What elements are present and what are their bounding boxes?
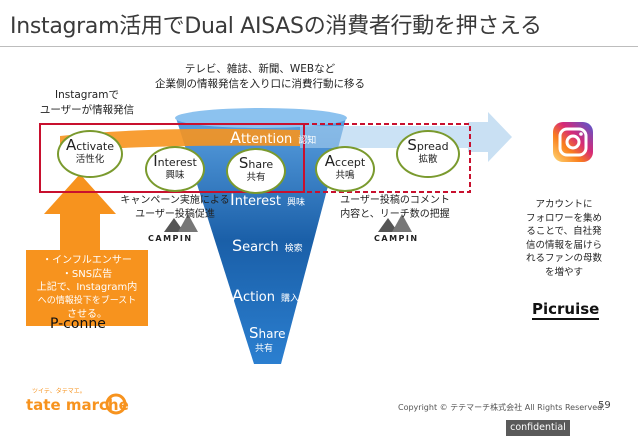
account-note-line: ることで、自社発: [526, 226, 602, 237]
instagram-icon: [553, 122, 593, 162]
copyright: Copyright © テテマーチ株式会社 All Rights Reserve…: [398, 403, 605, 412]
account-note-line: アカウントに: [535, 199, 593, 210]
stage-initial: I: [230, 190, 235, 209]
bubble-initial: S: [238, 154, 249, 172]
stage-initial: A: [230, 128, 241, 147]
stage-en: nterest: [234, 194, 281, 209]
bubble-en: nterest: [157, 156, 197, 169]
center-note: テレビ、雑誌、新聞、WEBなど 企業側の情報発信を入り口に消費行動に移る: [150, 62, 370, 92]
stage-en: earch: [242, 240, 279, 255]
booster-line: 上記で、Instagram内: [36, 282, 138, 293]
account-note-line: フォロワーを集め: [525, 212, 602, 224]
bubble-jp: 活性化: [75, 154, 105, 165]
stage-en: ction: [242, 290, 276, 305]
bubble-en: ccept: [335, 156, 366, 169]
stage-initial: S: [249, 324, 259, 342]
funnel-stage-action: Action 購入: [232, 286, 299, 305]
bubble-initial: A: [324, 152, 336, 170]
stage-jp: 認知: [298, 136, 317, 146]
booster-line: への情報投下をブースト: [37, 295, 137, 306]
comment-note-line1: ユーザー投稿のコメント: [340, 195, 450, 206]
stage-jp: 購入: [281, 294, 300, 304]
bubble-jp: 興味: [165, 170, 185, 181]
campin-tent-icon-right: [378, 214, 412, 232]
bubble-initial: A: [65, 136, 77, 154]
booster-box: ・インフルエンサー ・SNS広告 上記で、Instagram内 への情報投下をブ…: [26, 250, 148, 326]
bubble-activate: Activate 活性化: [57, 130, 123, 178]
confidential-badge: confidential: [506, 420, 570, 436]
page-title: Instagram活用でDual AISASの消費者行動を押さえる: [10, 14, 542, 39]
stage-initial: S: [232, 236, 243, 255]
bubble-jp: 共鳴: [335, 170, 355, 181]
stage-en: ttention: [240, 132, 293, 147]
bubble-jp: 共有: [246, 172, 266, 183]
campin-tent-icon-left: [164, 214, 198, 232]
instagram-note-line1: Instagramで: [55, 89, 119, 101]
funnel-stage-share: Share 共有: [249, 324, 286, 356]
campaign-note: キャンペーン実施による ユーザー投稿促進: [112, 194, 238, 222]
account-note: アカウントに フォロワーを集め ることで、自社発 信の情報を届けら れるファンの…: [516, 198, 612, 279]
bubble-en: pread: [416, 140, 449, 153]
campin-logo-right: CAMPIN: [374, 234, 419, 243]
page-number: 59: [598, 400, 611, 411]
campin-logo-left: CAMPIN: [148, 234, 193, 243]
bubble-initial: I: [153, 152, 158, 170]
campaign-note-line2: ユーザー投稿促進: [135, 209, 215, 220]
stage-jp: 興味: [286, 198, 305, 208]
center-note-line1: テレビ、雑誌、新聞、WEBなど: [184, 63, 336, 75]
bubble-initial: S: [407, 136, 417, 154]
right-arrow: [468, 112, 512, 162]
campaign-note-line1: キャンペーン実施による: [120, 195, 230, 206]
tatemarche-mark-icon: [105, 393, 127, 415]
comment-note-line2: 内容と、リーチ数の把握: [340, 209, 450, 220]
bubble-share: Share 共有: [226, 148, 286, 194]
pconne-logo: P-conne: [50, 316, 106, 332]
up-arrow: [44, 174, 116, 254]
booster-line: させる。: [67, 309, 107, 320]
bubble-jp: 拡散: [418, 154, 438, 165]
stage-jp: 共有: [254, 344, 273, 354]
funnel-stage-attention: Attention 認知: [230, 128, 316, 147]
booster-line: ・SNS広告: [61, 268, 113, 280]
bubble-spread: Spread 拡散: [396, 130, 460, 178]
account-note-line: を増やす: [544, 266, 583, 278]
bubble-en: hare: [248, 158, 274, 171]
stage-initial: A: [232, 286, 243, 305]
comment-note: ユーザー投稿のコメント 内容と、リーチ数の把握: [330, 194, 460, 222]
account-note-line: 信の情報を届けら: [525, 239, 602, 251]
booster-line: ・インフルエンサー: [42, 255, 132, 266]
red-dashed-frame: [303, 123, 471, 193]
account-note-line: れるファンの母数: [525, 253, 602, 264]
instagram-note: Instagramで ユーザーが情報発信: [32, 88, 142, 118]
bubble-interest: Interest 興味: [145, 146, 205, 192]
title-divider: [0, 46, 638, 47]
instagram-note-line2: ユーザーが情報発信: [39, 104, 135, 116]
funnel-stage-search: Search 検索: [232, 236, 303, 255]
stage-jp: 検索: [284, 244, 303, 254]
bubble-en: ctivate: [76, 140, 114, 153]
stage-en: hare: [258, 327, 286, 341]
center-note-line2: 企業側の情報発信を入り口に消費行動に移る: [155, 78, 365, 90]
picruise-logo: Picruise: [532, 300, 600, 320]
funnel-stage-interest: Interest 興味: [230, 190, 305, 209]
tatemarche-logo: tate marche: [26, 396, 129, 414]
bubble-accept: Accept 共鳴: [315, 146, 375, 192]
tatemarche-tagline: ツイテ、タテマエ。: [32, 388, 86, 395]
